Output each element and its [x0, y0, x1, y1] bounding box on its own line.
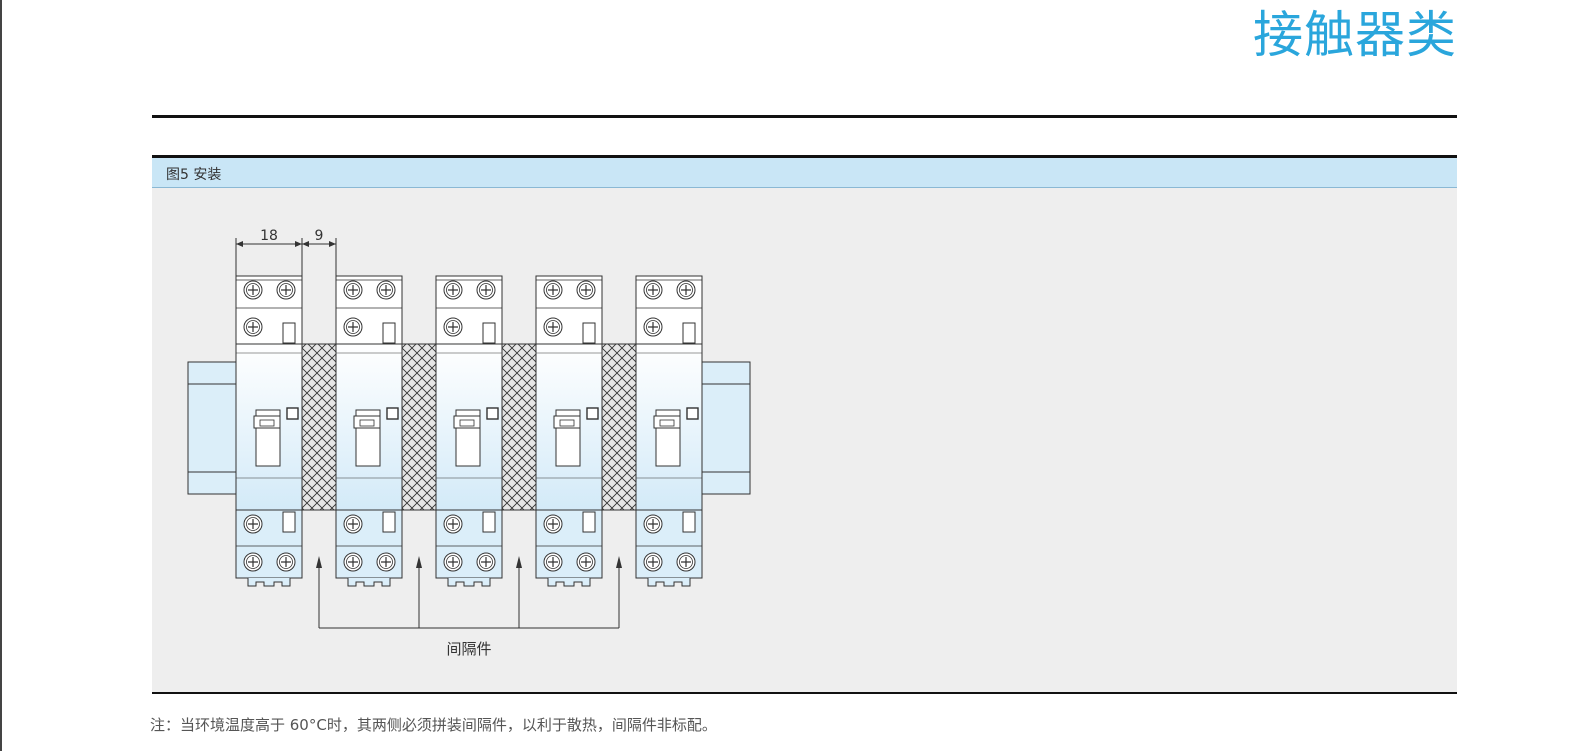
din-rail-right — [701, 361, 751, 495]
dimension-lines — [235, 238, 337, 344]
contactor-module-1 — [235, 275, 303, 587]
installation-diagram: 18 9 间隔件 — [187, 228, 751, 658]
figure-caption-bar: 图5 安装 — [152, 158, 1457, 188]
din-rail-left — [187, 361, 237, 495]
footnote: 注：当环境温度高于 60°C时，其两侧必须拼装间隔件，以利于散热，间隔件非标配。 — [150, 716, 717, 734]
page-title: 接触器类 — [1253, 6, 1457, 64]
spacer-3 — [501, 343, 537, 511]
contactor-module-4 — [536, 276, 602, 586]
spacer-label: 间隔件 — [446, 640, 491, 658]
contactor-module-5 — [636, 276, 702, 586]
dimension-label-module: 18 — [260, 228, 278, 244]
contactor-module-2 — [336, 276, 402, 586]
dimension-label-spacer: 9 — [315, 228, 324, 244]
header-divider — [152, 115, 1457, 118]
spacer-4 — [601, 343, 637, 511]
spacer-1 — [301, 343, 337, 511]
contactor-module-3 — [436, 276, 502, 586]
figure-panel: 图5 安装 — [152, 155, 1457, 694]
figure-caption: 图5 安装 — [166, 167, 222, 183]
spacer-leader-lines — [316, 556, 622, 629]
spacer-2 — [401, 343, 437, 511]
page-left-border — [0, 0, 2, 751]
